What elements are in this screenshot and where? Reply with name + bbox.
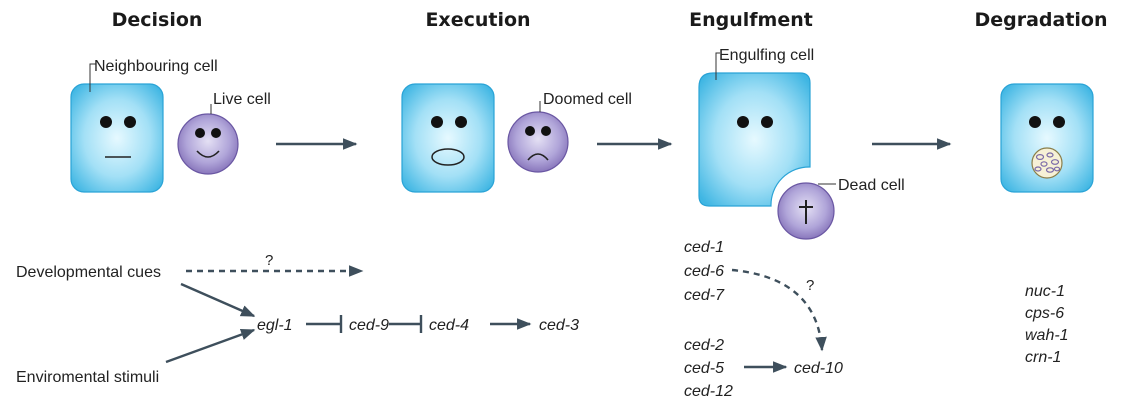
doomed-cell bbox=[507, 111, 569, 173]
live-cell bbox=[177, 113, 239, 175]
stage-title-degradation: Degradation bbox=[974, 9, 1107, 31]
gene-nuc-1: nuc-1 bbox=[1025, 283, 1065, 300]
gene-ced-9: ced-9 bbox=[349, 317, 389, 334]
label-dead-cell: Dead cell bbox=[838, 177, 905, 194]
degrading-cell bbox=[1000, 83, 1094, 193]
label-environmental-stimuli: Enviromental stimuli bbox=[16, 369, 159, 386]
gene-egl-1: egl-1 bbox=[257, 317, 293, 334]
engulfing-cell-leader bbox=[715, 52, 720, 80]
stage-title-decision: Decision bbox=[112, 9, 203, 31]
engulfing-cell bbox=[698, 72, 811, 207]
gene-ced-4: ced-4 bbox=[429, 317, 469, 334]
gene-ced-6: ced-6 bbox=[684, 263, 724, 280]
dead-cell bbox=[777, 182, 835, 240]
label-developmental-cues: Developmental cues bbox=[16, 264, 161, 281]
dashed-arrow-ced6-to-ced10 bbox=[731, 268, 827, 352]
arrow-developmental-to-egl1 bbox=[180, 282, 256, 318]
label-engulfing-cell: Engulfing cell bbox=[719, 47, 814, 64]
degraded-fragments bbox=[1034, 152, 1061, 173]
stage-title-engulfment: Engulfment bbox=[689, 9, 813, 31]
label-doomed-cell: Doomed cell bbox=[543, 91, 632, 108]
gene-ced-1: ced-1 bbox=[684, 239, 724, 256]
arrow-environmental-to-egl1 bbox=[165, 328, 256, 364]
gene-ced-10: ced-10 bbox=[794, 360, 843, 377]
gene-cps-6: cps-6 bbox=[1025, 305, 1064, 322]
gene-ced-3: ced-3 bbox=[539, 317, 579, 334]
gene-wah-1: wah-1 bbox=[1025, 327, 1069, 344]
neighbouring-cell-execution bbox=[401, 83, 495, 193]
gene-ced-2: ced-2 bbox=[684, 337, 724, 354]
gene-crn-1: crn-1 bbox=[1025, 349, 1061, 366]
inhibition-ced9-ced4 bbox=[389, 315, 423, 333]
unknown-mark-decision: ? bbox=[265, 252, 273, 269]
gene-ced-5: ced-5 bbox=[684, 360, 724, 377]
label-live-cell: Live cell bbox=[213, 91, 271, 108]
label-neighbouring-cell: Neighbouring cell bbox=[94, 58, 218, 75]
neighbouring-cell-leader bbox=[89, 63, 96, 92]
stage-title-execution: Execution bbox=[425, 9, 530, 31]
gene-ced-12: ced-12 bbox=[684, 383, 733, 399]
gene-ced-7: ced-7 bbox=[684, 287, 725, 304]
unknown-mark-engulfment: ? bbox=[806, 277, 814, 294]
neighbouring-cell bbox=[70, 83, 164, 193]
inhibition-egl1-ced9 bbox=[306, 315, 343, 333]
